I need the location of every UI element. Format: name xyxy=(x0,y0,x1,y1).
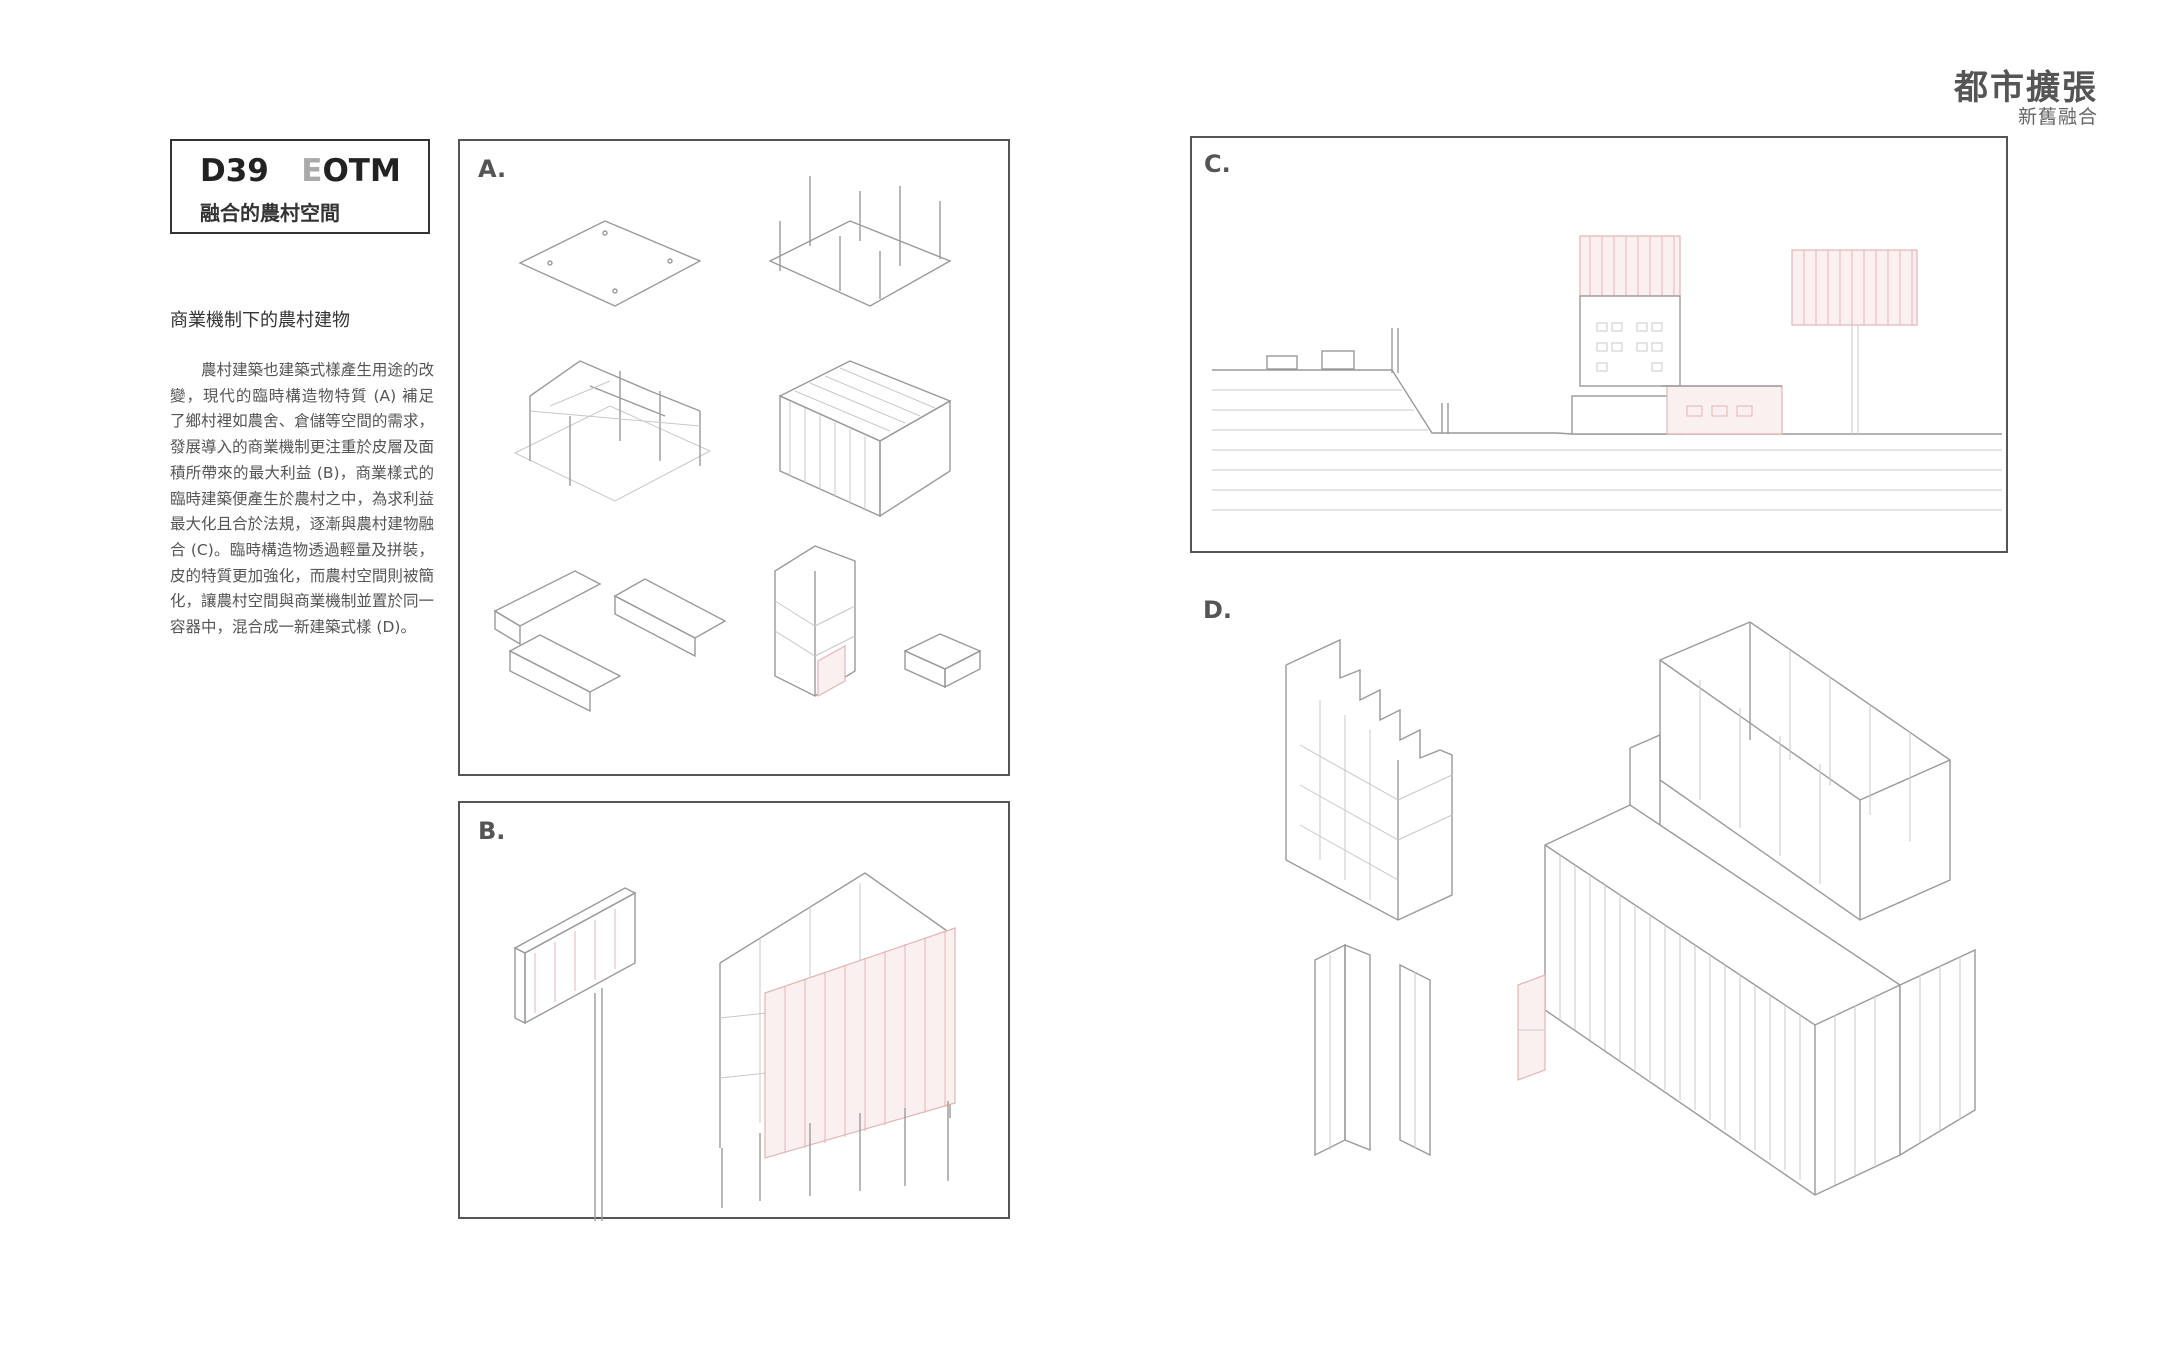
panel-b-label: B. xyxy=(478,817,506,845)
body-paragraph: 農村建築也建築式樣產生用途的改變，現代的臨時構造物特質 (A) 補足了鄉村裡如農… xyxy=(170,361,434,637)
section-body: 農村建築也建築式樣產生用途的改變，現代的臨時構造物特質 (A) 補足了鄉村裡如農… xyxy=(170,358,434,641)
panel-c-drawing xyxy=(1212,235,2002,511)
section-heading: 商業機制下的農村建物 xyxy=(170,310,350,331)
panel-b: B. xyxy=(458,801,1010,1221)
title-box-subtitle: 融合的農村空間 xyxy=(200,201,340,225)
panel-d-label: D. xyxy=(1203,596,1233,624)
title-box: D39 EOTM 融合的農村空間 xyxy=(170,139,430,234)
page-subtitle: 新舊融合 xyxy=(2017,106,2098,128)
panel-a: A. xyxy=(458,139,1010,776)
acronym-first-letter: E xyxy=(301,153,323,189)
acronym-rest: OTM xyxy=(322,153,401,189)
title-code-line: D39 EOTM xyxy=(200,153,401,189)
project-code: D39 xyxy=(200,153,269,189)
panel-a-label: A. xyxy=(478,155,507,183)
page-title: 都市擴張 xyxy=(1954,68,2098,108)
panel-c: C. xyxy=(1190,136,2008,553)
panel-a-drawing xyxy=(493,176,982,713)
panel-b-drawing xyxy=(513,872,956,1221)
panel-c-label: C. xyxy=(1204,150,1231,178)
